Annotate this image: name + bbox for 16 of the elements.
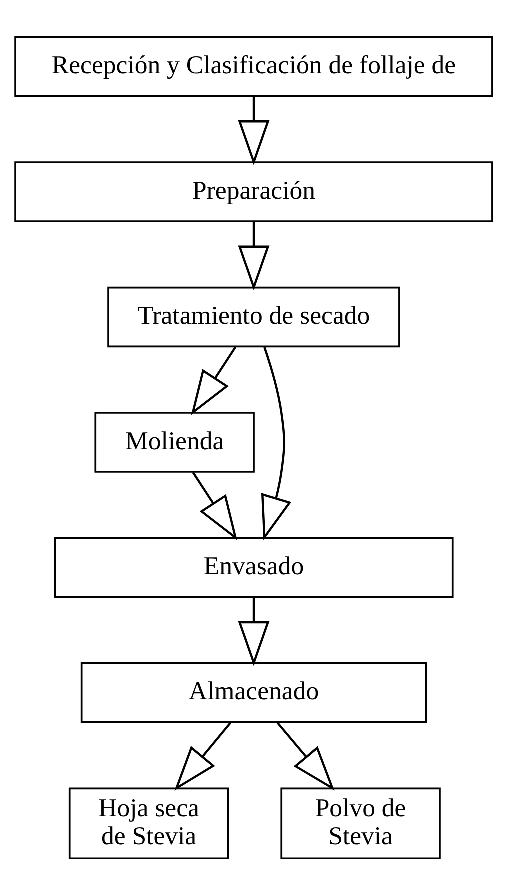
- node-box: Almacenado: [80, 662, 428, 724]
- arrow: [191, 346, 237, 416]
- arrow: [174, 722, 232, 791]
- node-box: Molienda: [94, 412, 255, 473]
- node-box: Hoja seca de Stevia: [68, 788, 230, 860]
- arrow: [261, 347, 292, 541]
- arrow: [192, 472, 238, 541]
- node-box: Polvo de Stevia: [280, 788, 441, 860]
- node-box: Tratamiento de secado: [108, 286, 400, 348]
- arrow: [276, 722, 335, 791]
- arrow: [238, 96, 270, 166]
- arrow: [238, 598, 270, 666]
- node-box: Envasado: [54, 537, 454, 598]
- node-box: Recepción y Clasificación de follaje de: [14, 36, 494, 98]
- arrow: [238, 222, 270, 291]
- node-box: Preparación: [14, 162, 494, 222]
